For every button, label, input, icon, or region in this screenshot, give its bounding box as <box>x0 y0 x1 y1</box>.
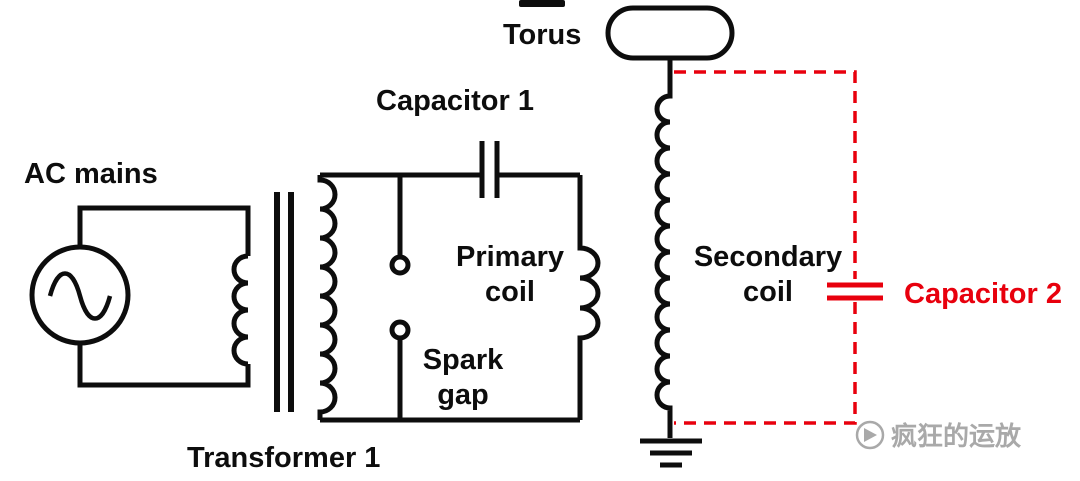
spark-gap-label-line1: Spark <box>423 344 504 376</box>
primary-coil-winding <box>577 175 601 420</box>
ground-symbol <box>640 438 702 468</box>
primary-coil-label-line2: coil <box>485 276 535 308</box>
secondary-circuit <box>605 5 735 468</box>
labels: AC mains Transformer 1 Capacitor 1 Torus… <box>24 19 1062 474</box>
torus-symbol <box>605 5 735 61</box>
watermark-text: 疯狂的运放 <box>891 421 1022 451</box>
secondary-coil-label-line2: coil <box>743 276 793 308</box>
primary-tank-circuit <box>320 141 601 423</box>
torus-label: Torus <box>503 19 581 51</box>
watermark: 疯狂的运放 <box>855 420 1022 451</box>
capacitor2-dashed-wire-top <box>674 70 857 279</box>
capacitor2-circuit <box>674 70 883 425</box>
ac-mains-circuit <box>29 205 251 388</box>
primary-coil-label-line1: Primary <box>456 241 564 273</box>
ac-mains-label: AC mains <box>24 158 158 190</box>
capacitor1-symbol <box>479 141 500 198</box>
secondary-coil-label-line1: Secondary <box>694 241 842 273</box>
capacitor1-label: Capacitor 1 <box>376 85 534 117</box>
transformer1-label: Transformer 1 <box>187 442 380 474</box>
transformer-secondary-winding <box>317 175 338 420</box>
capacitor2-dashed-wire-bottom <box>674 302 857 425</box>
brand-logo-triangle-icon <box>864 428 877 442</box>
spark-gap-electrode-bottom <box>389 319 411 341</box>
transformer-primary-winding <box>231 253 249 367</box>
capacitor2-symbol <box>827 282 883 301</box>
sine-wave-icon <box>47 271 113 321</box>
transformer-core <box>274 192 294 412</box>
spark-gap-electrode-top <box>389 254 411 276</box>
capacitor2-label: Capacitor 2 <box>904 278 1062 310</box>
secondary-coil-winding <box>654 58 673 438</box>
brand-logo-icon <box>855 420 885 450</box>
transformer1-symbol <box>231 175 338 420</box>
cropped-artifact <box>519 0 565 7</box>
spark-gap-label-line2: gap <box>437 379 489 411</box>
ac-mains-wire <box>77 205 251 388</box>
